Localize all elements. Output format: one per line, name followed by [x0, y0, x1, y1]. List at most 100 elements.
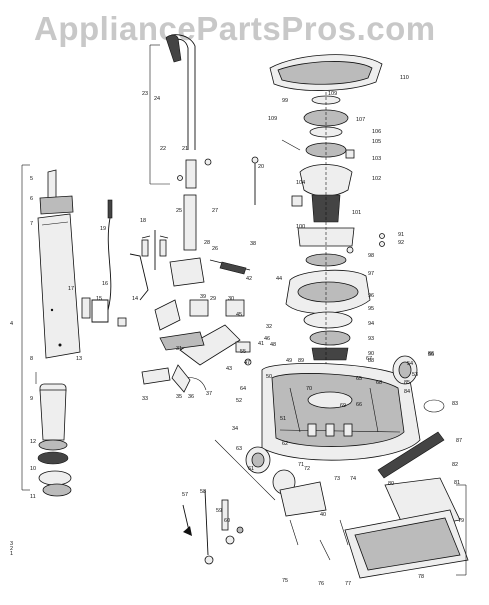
- part-label: 10: [30, 466, 36, 472]
- part-label: 38: [250, 241, 256, 247]
- part-label: 36: [188, 394, 194, 400]
- part-label: 91: [398, 232, 404, 238]
- part-label: 96: [368, 293, 374, 299]
- part-label: 73: [334, 476, 340, 482]
- part-label: 43: [226, 366, 232, 372]
- handle-assembly: [149, 34, 212, 251]
- part-label: 93: [368, 336, 374, 342]
- part-label: 94: [368, 321, 374, 327]
- part-label: 13: [76, 356, 82, 362]
- part-label: 84: [404, 389, 410, 395]
- part-label: 79: [458, 518, 464, 524]
- part-label: 16: [102, 281, 108, 287]
- part-label: 11: [30, 494, 36, 500]
- part-label: 88: [368, 358, 374, 364]
- part-label: 92: [398, 240, 404, 246]
- lower-left-parts: [182, 439, 276, 565]
- part-label: 105: [372, 139, 381, 145]
- part-label: 104: [296, 180, 305, 186]
- part-label: 51: [280, 416, 286, 422]
- part-label: 25: [176, 208, 182, 214]
- part-label: 19: [100, 226, 106, 232]
- part-label: 35: [176, 394, 182, 400]
- part-label: 63: [236, 446, 242, 452]
- part-label: 29: [210, 296, 216, 302]
- part-label: 59: [216, 508, 222, 514]
- part-label: 18: [140, 218, 146, 224]
- part-label: 39: [200, 294, 206, 300]
- watermark: AppliancePartsPros.com: [34, 10, 436, 47]
- part-label: 76: [318, 581, 324, 587]
- part-label: 2: [10, 546, 13, 552]
- part-label: 44: [276, 276, 282, 282]
- part-label: 31: [176, 346, 182, 352]
- part-label: 102: [372, 176, 381, 182]
- part-label: 28: [204, 240, 210, 246]
- part-label: 86: [428, 351, 434, 357]
- part-label: 3: [10, 541, 13, 547]
- part-label: 110: [400, 75, 409, 81]
- part-label: 67: [366, 356, 372, 362]
- part-label: 55: [240, 349, 246, 355]
- part-label: 58: [200, 489, 206, 495]
- cord-switch-assembly: [81, 199, 181, 331]
- part-label: 24: [154, 96, 160, 102]
- part-label: 70: [306, 386, 312, 392]
- part-label: 12: [30, 439, 36, 445]
- part-label: 52: [236, 398, 242, 404]
- part-label: 98: [368, 253, 374, 259]
- part-label: 64: [240, 386, 246, 392]
- part-label: 81: [454, 480, 460, 486]
- part-label: 14: [132, 296, 138, 302]
- part-label: 95: [368, 306, 374, 312]
- part-label: 41: [258, 341, 264, 347]
- part-label: 60: [224, 518, 230, 524]
- part-label: 106: [372, 129, 381, 135]
- part-label: 50: [266, 374, 272, 380]
- part-label: 65: [356, 376, 362, 382]
- part-label: 61: [248, 466, 254, 472]
- part-label: 42: [246, 276, 252, 282]
- part-label: 87: [456, 438, 462, 444]
- part-label: 40: [320, 512, 326, 518]
- part-label: 85: [404, 380, 410, 386]
- part-label: 54: [407, 361, 413, 367]
- part-label: 72: [304, 466, 310, 472]
- part-label: 101: [352, 210, 361, 216]
- bag-assembly: [21, 164, 81, 497]
- part-label: 26: [212, 246, 218, 252]
- part-label: 74: [350, 476, 356, 482]
- part-label: 99: [282, 98, 288, 104]
- base-housing: [261, 363, 421, 461]
- part-label: 62: [282, 441, 288, 447]
- part-label: 100: [296, 224, 305, 230]
- part-label: 89: [298, 358, 304, 364]
- part-label: 23: [142, 91, 148, 97]
- part-label: 7: [30, 221, 33, 227]
- part-label: 78: [418, 574, 424, 580]
- part-label: 49: [286, 358, 292, 364]
- bottom-plate-assembly: [279, 477, 469, 579]
- part-label: 8: [30, 356, 33, 362]
- part-label: 56: [428, 352, 434, 358]
- part-label: 75: [282, 578, 288, 584]
- part-label: 109: [328, 91, 337, 97]
- part-label: 4: [10, 321, 13, 327]
- part-label: 20: [258, 164, 264, 170]
- part-label: 21: [182, 146, 188, 152]
- part-label: 82: [452, 462, 458, 468]
- motor-assembly: [269, 54, 385, 380]
- part-label: 83: [452, 401, 458, 407]
- height-adjust-assembly: [141, 156, 259, 393]
- part-label: 33: [142, 396, 148, 402]
- part-label: 107: [356, 117, 365, 123]
- part-label: 6: [30, 196, 33, 202]
- part-label: 9: [30, 396, 33, 402]
- part-label: 45: [236, 312, 242, 318]
- part-label: 66: [356, 402, 362, 408]
- part-label: 77: [345, 581, 351, 587]
- part-label: 57: [182, 492, 188, 498]
